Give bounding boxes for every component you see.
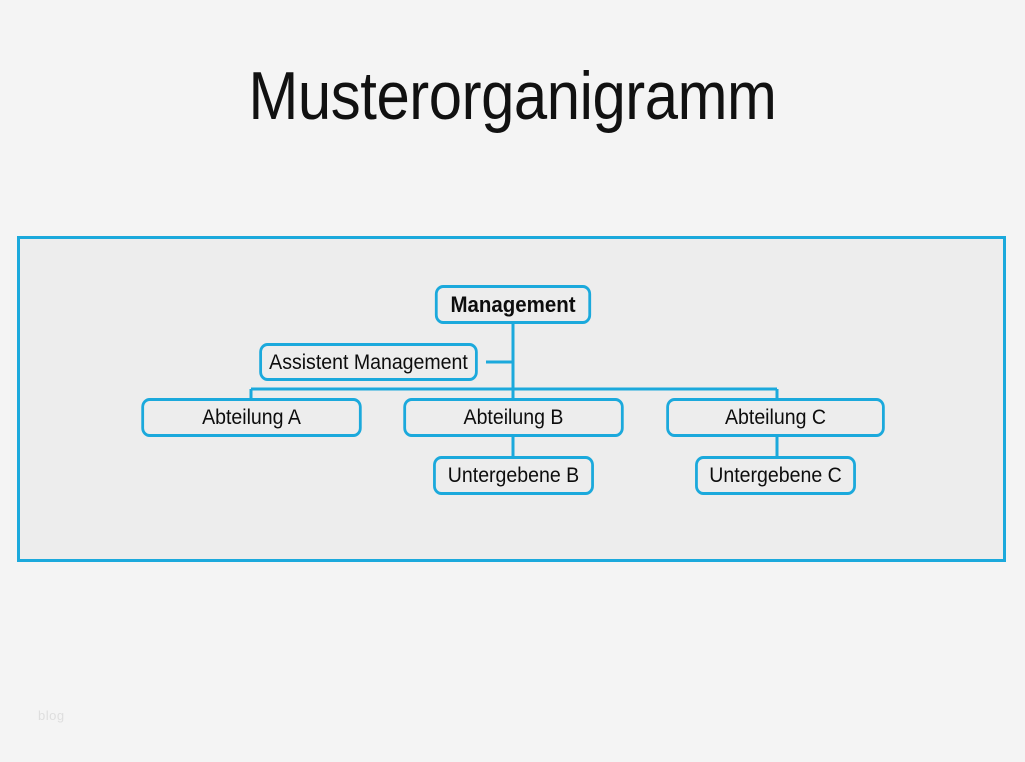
page-title: Musterorganigramm bbox=[248, 58, 777, 134]
node-untergebene-c-label: Untergebene C bbox=[709, 464, 842, 487]
node-assistent-management-label: Assistent Management bbox=[269, 350, 468, 374]
blog-watermark: blog bbox=[38, 708, 65, 723]
node-abteilung-b[interactable]: Abteilung B bbox=[403, 398, 624, 437]
node-abteilung-c[interactable]: Abteilung C bbox=[666, 398, 885, 437]
node-management[interactable]: Management bbox=[434, 285, 592, 324]
node-abteilung-b-label: Abteilung B bbox=[463, 406, 564, 429]
node-abteilung-a-label: Abteilung A bbox=[202, 406, 301, 429]
node-assistent-management[interactable]: Assistent Management bbox=[259, 343, 478, 381]
node-management-label: Management bbox=[450, 291, 576, 317]
node-untergebene-b[interactable]: Untergebene B bbox=[433, 456, 594, 495]
node-abteilung-a[interactable]: Abteilung A bbox=[141, 398, 362, 437]
node-untergebene-b-label: Untergebene B bbox=[447, 464, 580, 487]
node-untergebene-c[interactable]: Untergebene C bbox=[695, 456, 856, 495]
node-abteilung-c-label: Abteilung C bbox=[725, 406, 826, 429]
